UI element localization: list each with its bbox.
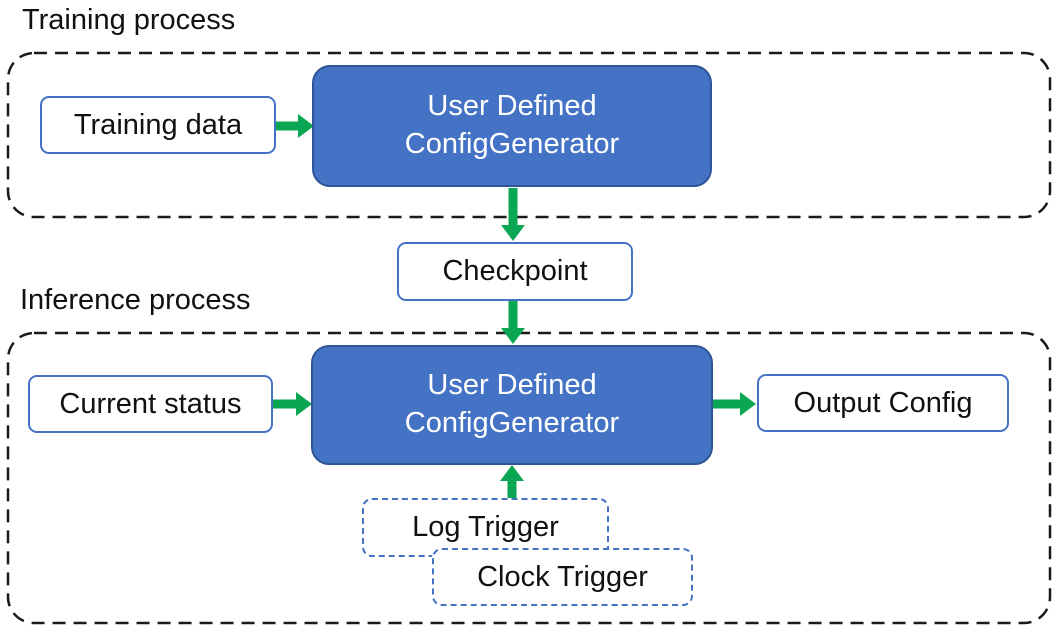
output-config-box: Output Config — [757, 374, 1009, 432]
checkpoint-label: Checkpoint — [442, 255, 588, 287]
arrow-current-status-to-generator — [273, 392, 312, 416]
clock-trigger-box: Clock Trigger — [432, 548, 693, 606]
training-config-generator-line1: User Defined — [427, 90, 597, 123]
arrow-triggers-to-generator — [500, 465, 524, 498]
training-data-label: Training data — [73, 108, 243, 141]
arrow-generator-to-checkpoint — [501, 188, 525, 241]
inference-section-outline — [6, 331, 1052, 625]
log-trigger-label: Log Trigger — [412, 511, 559, 543]
training-config-generator-box: User Defined ConfigGenerator — [312, 65, 712, 187]
training-data-box: Training data — [40, 96, 276, 154]
clock-trigger-label: Clock Trigger — [477, 560, 648, 593]
output-config-label: Output Config — [793, 386, 973, 419]
training-config-generator-line2: ConfigGenerator — [404, 128, 620, 160]
training-section-outline — [6, 51, 1052, 219]
current-status-label: Current status — [59, 387, 242, 420]
inference-config-generator-box: User Defined ConfigGenerator — [311, 345, 713, 465]
inference-config-generator-line2: ConfigGenerator — [404, 407, 620, 439]
checkpoint-box: Checkpoint — [397, 242, 633, 301]
training-section-label: Training process — [22, 4, 236, 36]
inference-config-generator-line1: User Defined — [427, 369, 597, 402]
arrow-checkpoint-to-generator — [501, 301, 525, 344]
inference-section-label: Inference process — [20, 284, 251, 316]
arrow-training-data-to-generator — [276, 114, 314, 138]
current-status-box: Current status — [28, 375, 273, 433]
arrow-generator-to-output-config — [713, 392, 756, 416]
